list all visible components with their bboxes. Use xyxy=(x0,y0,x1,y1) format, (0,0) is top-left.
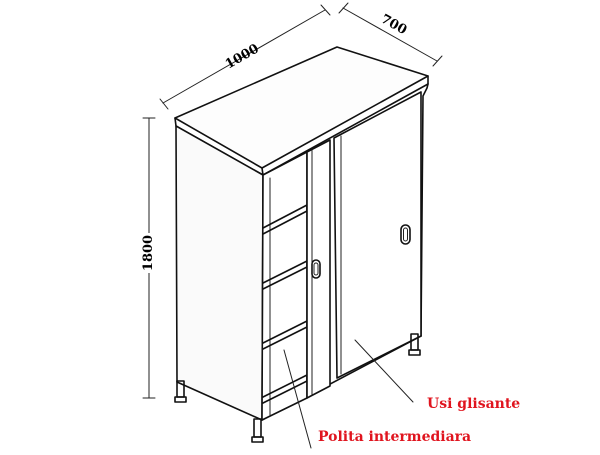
height-dimension: 1800 xyxy=(140,117,158,399)
right-door-handle xyxy=(400,224,411,245)
right-door-handle-inner xyxy=(403,227,408,242)
right-sliding-door xyxy=(333,91,422,379)
leg-front-right xyxy=(408,333,421,356)
leg-front-left xyxy=(251,418,264,443)
left-door-handle xyxy=(311,259,321,279)
sliding-doors-callout: Usi glisante xyxy=(354,339,520,412)
middle-shelf-label: Polita intermediara xyxy=(318,429,471,445)
sliding-doors-label: Usi glisante xyxy=(427,396,520,412)
top-front-edge xyxy=(261,75,429,176)
left-door-handle-inner xyxy=(313,262,319,276)
leg-back-left xyxy=(174,380,187,403)
legs xyxy=(174,333,421,443)
front-right-edge xyxy=(420,83,429,337)
height-label: 1800 xyxy=(141,235,156,271)
depth-label: 700 xyxy=(378,12,409,38)
middle-shelf-callout: Polita intermediara xyxy=(283,349,471,449)
width-label: 1000 xyxy=(223,41,262,72)
left-side-panel xyxy=(175,125,264,421)
